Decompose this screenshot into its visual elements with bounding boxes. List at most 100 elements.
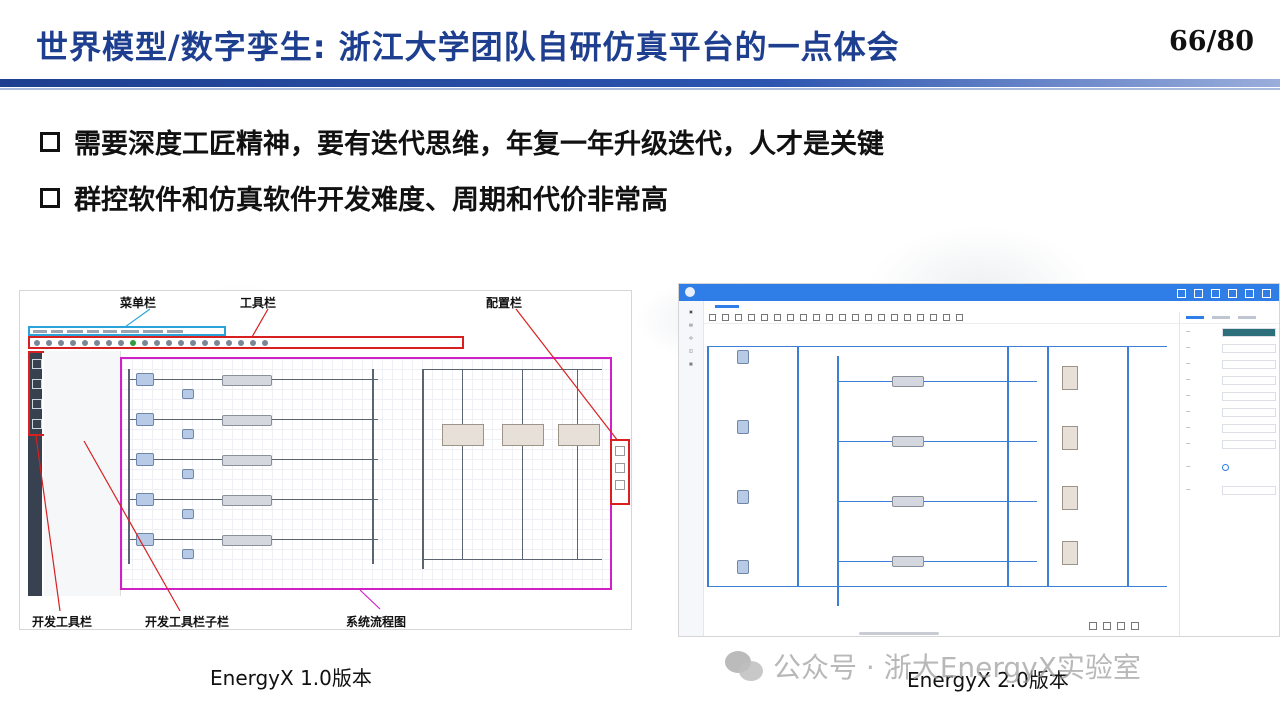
tool-icon — [238, 339, 244, 346]
tool-icon — [800, 314, 807, 321]
annotation-flowchart: 系统流程图 — [346, 615, 407, 629]
pipe — [837, 501, 1037, 502]
property-value — [1222, 375, 1276, 385]
tool-icon — [774, 314, 781, 321]
bullet-2-text: 群控软件和仿真软件开发难度、周期和代价非常高 — [74, 185, 668, 216]
nav-item: ▤ — [689, 322, 693, 327]
property-row: — — [1180, 388, 1279, 404]
chiller-icon — [892, 436, 924, 447]
tool-icon — [930, 314, 937, 321]
chiller-icon — [222, 535, 272, 546]
app-toolbar — [703, 312, 1179, 324]
property-value — [1222, 343, 1276, 353]
menu-dot-icon — [33, 329, 47, 333]
pipe — [128, 369, 130, 564]
tank-icon — [1062, 366, 1078, 390]
pipe — [1007, 346, 1009, 586]
tool-icon — [202, 339, 208, 346]
tank-icon — [1062, 426, 1078, 450]
property-value — [1222, 407, 1276, 417]
header-icon — [1194, 289, 1203, 298]
property-value — [1222, 359, 1276, 369]
tool-icon — [956, 314, 963, 321]
property-row: — — [1180, 340, 1279, 356]
menu-dot-icon — [167, 329, 183, 333]
wechat-icon — [725, 649, 765, 683]
property-label: — — [1186, 464, 1191, 470]
cooling-tower-icon — [558, 424, 600, 446]
menubar-box — [28, 326, 226, 336]
chiller-icon — [892, 496, 924, 507]
pump-icon — [136, 413, 154, 426]
tool-icon — [166, 339, 172, 346]
pipe — [372, 369, 374, 564]
header-icon — [1228, 289, 1237, 298]
pump-icon — [136, 493, 154, 506]
checkbox-bullet-icon — [40, 131, 60, 152]
tool-icon — [142, 339, 148, 346]
chiller-icon — [222, 375, 272, 386]
tool-icon — [154, 339, 160, 346]
tool-icon — [748, 314, 755, 321]
chiller-icon — [892, 376, 924, 387]
bullet-2: 群控软件和仿真软件开发难度、周期和代价非常高 — [40, 178, 668, 217]
tool-icon — [262, 339, 268, 346]
pipe — [707, 346, 709, 586]
tool-icon — [58, 339, 64, 346]
property-row: — — [1180, 372, 1279, 388]
tool-icon — [178, 339, 184, 346]
energyx-1-screenshot: 菜单栏 工具栏 配置栏 开发工具栏 开发工具栏子栏 系统流程图 — [19, 290, 632, 630]
nav-item: ◫ — [689, 348, 693, 353]
annotation-menubar: 菜单栏 — [120, 296, 157, 310]
tool-icon — [118, 339, 124, 346]
devtools-subpanel — [44, 351, 121, 596]
property-tabs — [1180, 312, 1279, 324]
tool-icon — [917, 314, 924, 321]
pump-icon — [737, 420, 749, 434]
pump-icon — [737, 350, 749, 364]
tool-icon — [214, 339, 220, 346]
tool-icon — [34, 339, 40, 346]
arrow-line — [35, 435, 61, 612]
chiller-icon — [222, 495, 272, 506]
tool-icon — [722, 314, 729, 321]
pipe — [1127, 346, 1129, 586]
title-rule-thin — [0, 88, 1280, 90]
annotation-toolbar: 工具栏 — [240, 296, 277, 310]
arrow-line — [359, 589, 381, 610]
menu-dot-icon — [103, 329, 117, 333]
slide-title: 世界模型/数字孪生: 浙江大学团队自研仿真平台的一点体会 — [36, 28, 900, 66]
annotation-devtools-sub: 开发工具栏子栏 — [145, 615, 230, 629]
pipe — [707, 586, 1167, 587]
fit-icon — [1131, 622, 1139, 630]
tab-indicator — [1238, 316, 1256, 319]
tool-icon — [852, 314, 859, 321]
tool-icon — [94, 339, 100, 346]
property-value — [1222, 439, 1276, 449]
tool-icon — [735, 314, 742, 321]
property-row: — — [1180, 482, 1279, 498]
property-label: — — [1186, 487, 1191, 493]
arrow-line — [515, 308, 619, 442]
property-label: — — [1186, 409, 1191, 415]
arrow-line — [83, 440, 181, 612]
flowchart-canvas — [707, 326, 1177, 606]
menu-dot-icon — [67, 329, 83, 333]
bullet-1-text: 需要深度工匠精神，要有迭代思维，年复一年升级迭代，人才是关键 — [74, 129, 884, 160]
property-value — [1222, 327, 1276, 337]
pipe — [462, 369, 463, 559]
property-row: — — [1180, 436, 1279, 452]
zoom-in-icon — [1117, 622, 1125, 630]
pipe — [707, 346, 1167, 347]
property-label: — — [1186, 345, 1191, 351]
pump-icon — [737, 560, 749, 574]
menu-dot-icon — [51, 329, 63, 333]
pipe — [837, 356, 839, 606]
nav-item: ▦ — [689, 361, 693, 366]
tool-icon — [878, 314, 885, 321]
pipe — [797, 346, 799, 586]
watermark: 公众号 · 浙大EnergyX实验室 — [725, 646, 1141, 686]
property-value — [1222, 423, 1276, 433]
toolbar-box — [28, 336, 464, 349]
caption-v2: EnergyX 2.0版本 — [907, 668, 1069, 692]
